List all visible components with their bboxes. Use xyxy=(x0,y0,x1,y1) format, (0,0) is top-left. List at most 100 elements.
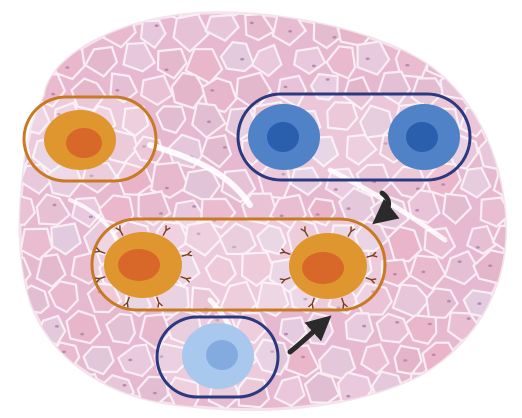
fiber-nucleus xyxy=(280,215,284,218)
muscle-fiber xyxy=(67,311,101,343)
fiber-nucleus xyxy=(65,66,69,69)
fiber-nucleus xyxy=(334,188,338,191)
muscle-fiber xyxy=(387,0,418,16)
muscle-fiber xyxy=(121,0,154,17)
fiber-nucleus xyxy=(159,212,163,215)
muscle-fiber xyxy=(507,195,522,226)
muscle-fiber xyxy=(461,46,495,79)
fiber-nucleus xyxy=(55,325,59,328)
fiber-nucleus xyxy=(297,0,301,1)
fiber-nucleus xyxy=(207,120,211,123)
muscle-fiber xyxy=(51,342,80,372)
fiber-nucleus xyxy=(312,65,316,68)
fiber-nucleus xyxy=(165,187,169,190)
fiber-nucleus xyxy=(393,273,397,276)
fiber-nucleus xyxy=(450,78,454,81)
muscle-fiber xyxy=(337,14,371,46)
muscle-fiber xyxy=(253,0,283,14)
muscle-fiber xyxy=(4,16,30,43)
fiber-nucleus xyxy=(288,30,292,33)
muscle-fiber xyxy=(513,374,522,404)
muscle-fiber xyxy=(5,76,35,102)
fiber-nucleus xyxy=(210,89,214,92)
fiber-nucleus xyxy=(513,57,517,60)
muscle-fiber xyxy=(495,0,522,12)
light-blue-single-cell-group xyxy=(157,317,278,397)
fiber-nucleus xyxy=(223,146,227,149)
fiber-nucleus xyxy=(499,303,503,306)
fiber-nucleus xyxy=(477,302,481,305)
fiber-nucleus xyxy=(301,356,305,359)
fiber-nucleus xyxy=(155,24,159,27)
fiber-nucleus xyxy=(53,204,57,207)
fiber-nucleus xyxy=(478,2,482,5)
muscle-fiber xyxy=(474,75,505,105)
muscle-fiber xyxy=(0,227,19,260)
fiber-nucleus xyxy=(488,264,492,267)
fiber-nucleus xyxy=(428,323,432,326)
muscle-fiber xyxy=(19,343,49,375)
muscle-fiber xyxy=(512,313,522,346)
muscle-fiber xyxy=(463,0,498,18)
fiber-nucleus xyxy=(366,58,370,61)
muscle-fiber xyxy=(0,43,19,75)
fiber-nucleus xyxy=(284,333,288,336)
muscle-fiber xyxy=(495,345,522,377)
muscle-fiber xyxy=(0,0,15,16)
fiber-nucleus xyxy=(115,89,119,92)
orange-cell-nucleus xyxy=(66,128,102,158)
muscle-fiber xyxy=(444,375,478,408)
fiber-nucleus xyxy=(8,26,12,29)
fiber-nucleus xyxy=(7,326,11,329)
fiber-nucleus xyxy=(30,351,34,354)
fiber-nucleus xyxy=(492,33,496,36)
fiber-nucleus xyxy=(395,321,399,324)
muscle-fiber xyxy=(429,0,462,19)
muscle-fiber xyxy=(76,14,103,41)
orange-cell-nucleus xyxy=(118,249,160,281)
muscle-fiber xyxy=(0,163,19,196)
muscle-fiber xyxy=(0,100,13,131)
fiber-nucleus xyxy=(326,78,330,81)
fiber-nucleus xyxy=(51,93,55,96)
muscle-fiber xyxy=(483,374,512,403)
fiber-nucleus xyxy=(447,300,451,303)
muscle-fiber xyxy=(17,40,53,75)
fiber-nucleus xyxy=(347,207,351,210)
muscle-fiber xyxy=(34,372,68,403)
fiber-nucleus xyxy=(89,216,93,219)
dark-blue-cell-pair-group xyxy=(238,94,470,180)
muscle-fiber xyxy=(85,0,118,17)
fiber-nucleus xyxy=(490,83,494,86)
fiber-nucleus xyxy=(284,86,288,89)
fiber-nucleus xyxy=(467,317,471,320)
muscle-fiber xyxy=(478,18,514,52)
muscle-fiber xyxy=(513,10,522,42)
dark-blue-cell-nucleus xyxy=(267,122,299,152)
fiber-nucleus xyxy=(432,354,436,357)
muscle-fiber xyxy=(19,0,47,13)
fiber-nucleus xyxy=(51,26,55,29)
muscle-fiber xyxy=(0,350,20,378)
fiber-nucleus xyxy=(494,388,498,391)
muscle-fiber xyxy=(515,74,522,106)
fiber-nucleus xyxy=(346,395,350,398)
orange-receptor-cell-pair-group xyxy=(92,219,385,310)
fiber-nucleus xyxy=(405,64,409,67)
fiber-nucleus xyxy=(107,7,111,10)
muscle-fiber xyxy=(35,11,71,42)
muscle-fiber xyxy=(495,48,522,82)
fiber-nucleus xyxy=(476,246,480,249)
fiber-nucleus xyxy=(483,330,487,333)
fiber-nucleus xyxy=(7,294,11,297)
fiber-nucleus xyxy=(1,167,5,170)
fiber-nucleus xyxy=(458,260,462,263)
muscle-fiber xyxy=(477,317,508,349)
fiber-nucleus xyxy=(362,325,366,328)
fiber-nucleus xyxy=(415,209,419,212)
fiber-nucleus xyxy=(43,391,47,394)
orange-cell-nucleus xyxy=(302,252,344,284)
muscle-fiber xyxy=(0,288,19,317)
